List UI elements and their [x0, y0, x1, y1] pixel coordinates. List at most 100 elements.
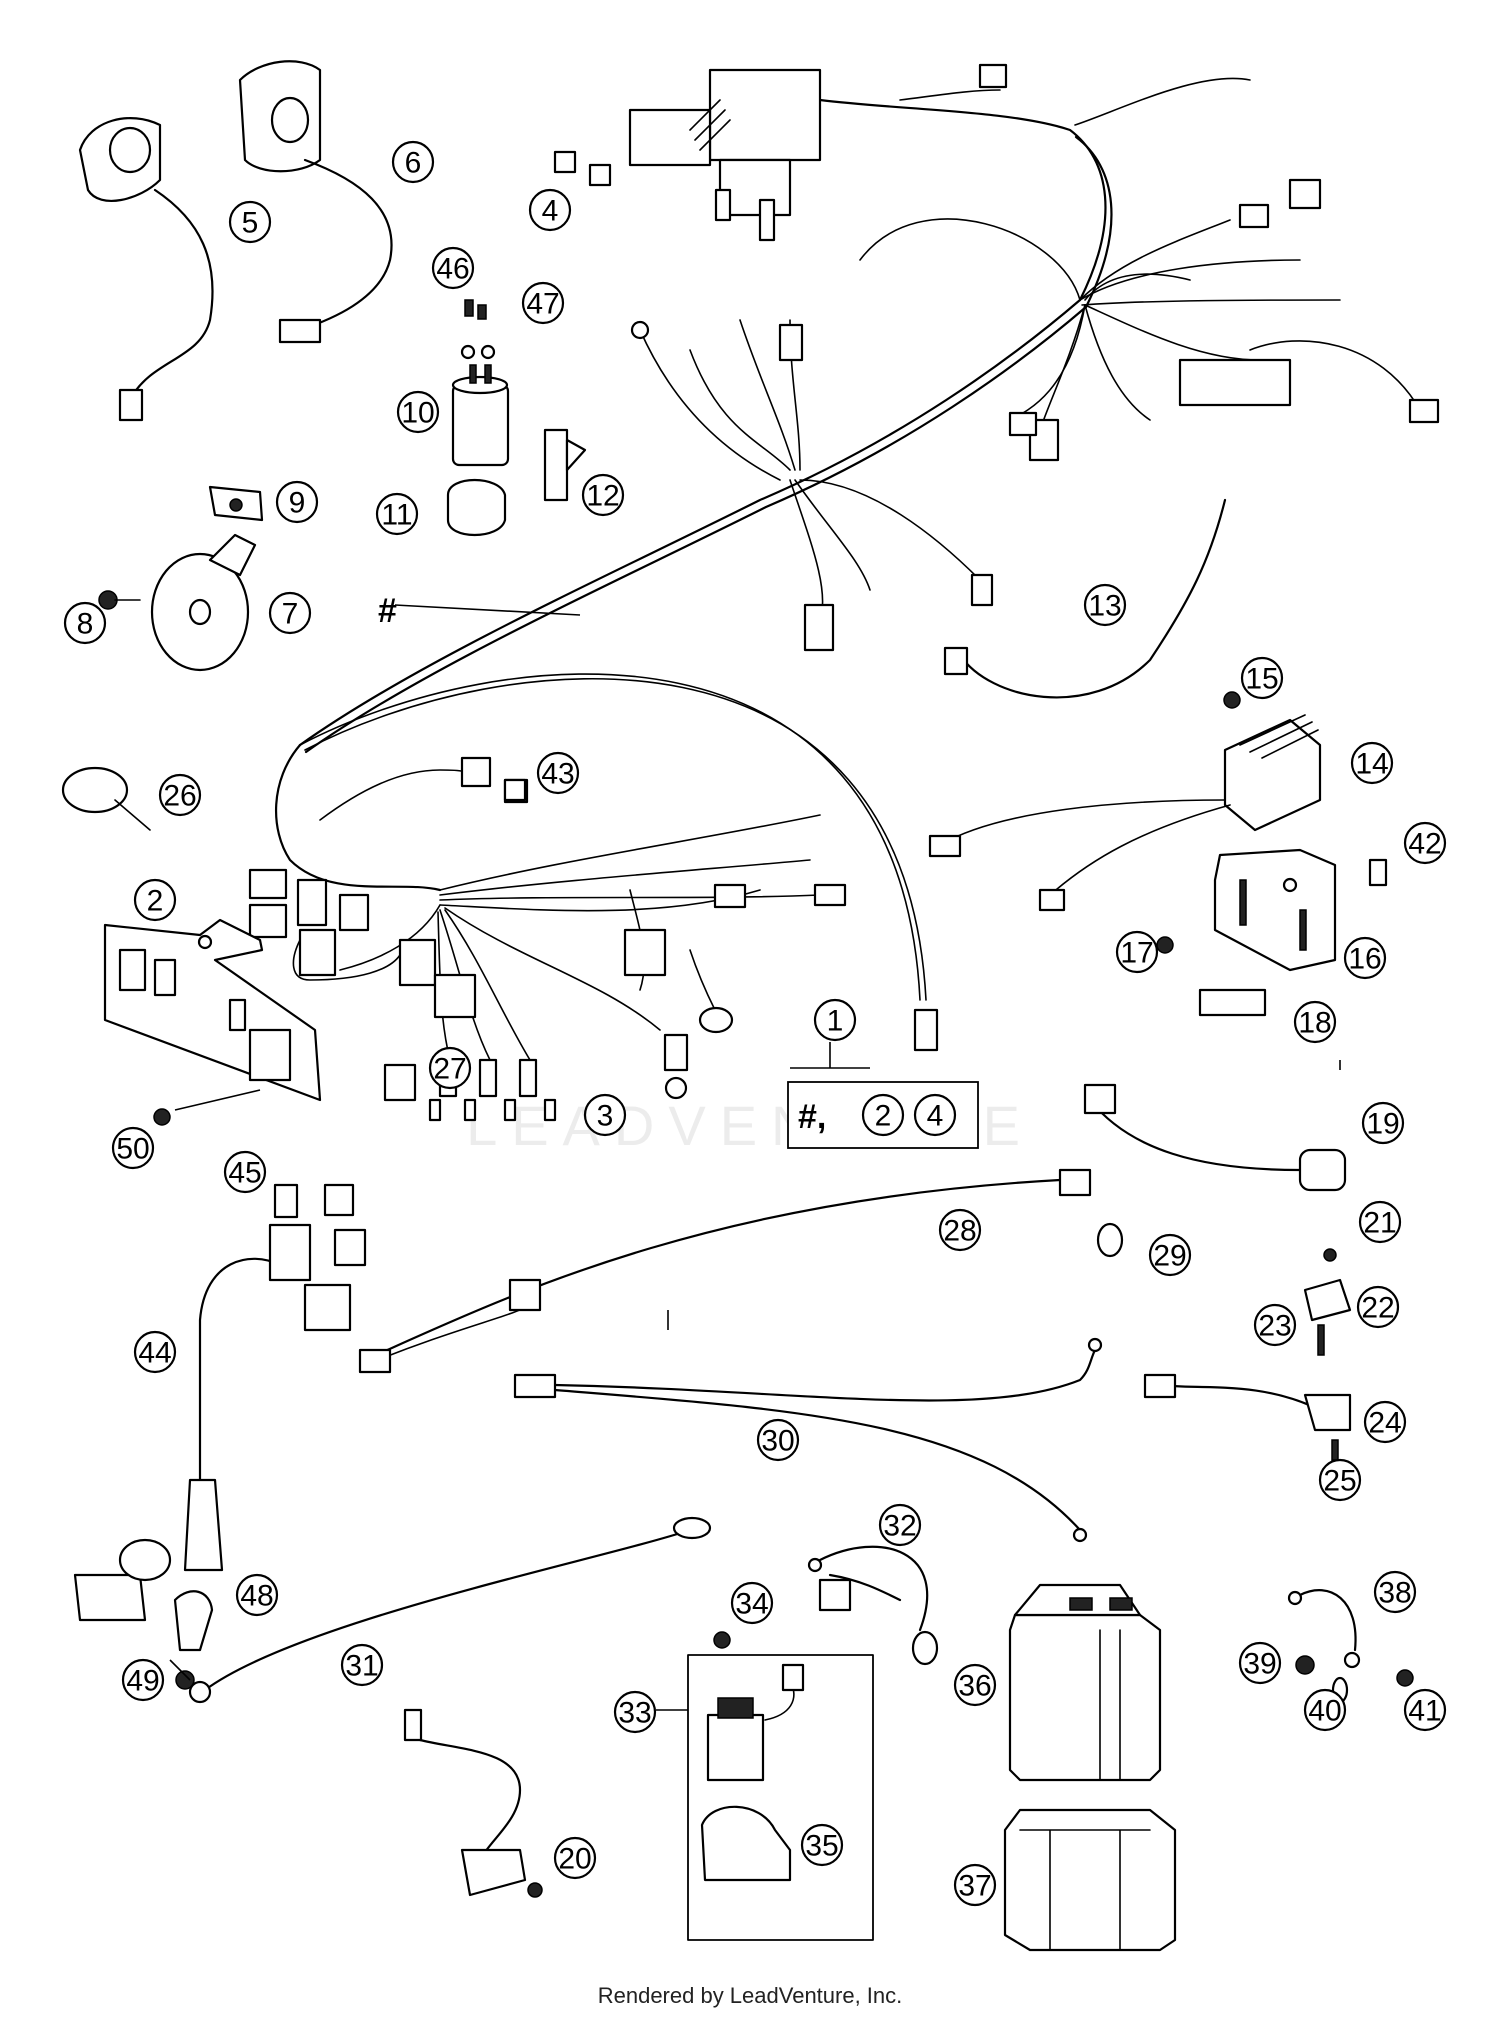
part-horn [150, 533, 257, 672]
part-battery-36 [1008, 1583, 1162, 1782]
part-screws-46-47 [460, 299, 496, 360]
part-bracket-12 [543, 428, 587, 502]
callout-15: 15 [1240, 656, 1284, 700]
svg-text:4: 4 [542, 195, 559, 228]
svg-text:50: 50 [116, 1133, 149, 1166]
part-cable-13 [943, 498, 1227, 699]
svg-text:19: 19 [1366, 1108, 1399, 1141]
svg-text:18: 18 [1298, 1007, 1331, 1040]
part-switch-22 [1303, 1248, 1352, 1356]
main-wiring-harness [298, 63, 1440, 754]
part-clip-9 [208, 485, 264, 522]
callout-43: 43 [536, 751, 580, 795]
svg-text:2: 2 [875, 1100, 892, 1133]
svg-text:36: 36 [958, 1670, 991, 1703]
svg-text:49: 49 [126, 1665, 159, 1698]
svg-text:12: 12 [586, 480, 619, 513]
callout-11: 11 [375, 492, 419, 536]
hash-marker: # [378, 592, 397, 630]
svg-text:38: 38 [1378, 1577, 1411, 1610]
callout-50: 50 [111, 1126, 155, 1170]
callout-36: 36 [953, 1663, 997, 1707]
svg-text:14: 14 [1355, 748, 1388, 781]
part-nut-49 [175, 1670, 195, 1690]
part-cable-28 [358, 1168, 1124, 1374]
callout-18: 18 [1293, 1000, 1337, 1044]
part-voltage-regulator [928, 714, 1322, 912]
svg-text:42: 42 [1408, 828, 1441, 861]
part-connector-43 [503, 778, 527, 802]
part-clip-42 [1368, 858, 1388, 887]
callout-49: 49 [121, 1658, 165, 1702]
svg-text:13: 13 [1088, 590, 1121, 623]
svg-text:41: 41 [1408, 1695, 1441, 1728]
callout-33: 33 [613, 1690, 657, 1734]
svg-text:33: 33 [618, 1697, 651, 1730]
callout-20: 20 [553, 1836, 597, 1880]
svg-text:24: 24 [1368, 1407, 1401, 1440]
svg-text:37: 37 [958, 1870, 991, 1903]
part-screw-50 [153, 1108, 171, 1126]
svg-text:23: 23 [1258, 1310, 1291, 1343]
svg-text:17: 17 [1120, 937, 1153, 970]
part-bracket-16 [1213, 848, 1337, 972]
callout-16: 16 [1343, 936, 1387, 980]
part-left-handlebar-switch [78, 117, 214, 422]
part-pad-18 [1198, 988, 1267, 1017]
svg-text:32: 32 [883, 1510, 916, 1543]
callout-42: 42 [1403, 821, 1447, 865]
svg-text:46: 46 [436, 253, 469, 286]
callout-22: 22 [1356, 1285, 1400, 1329]
part-right-handlebar-switch [238, 60, 393, 344]
svg-text:28: 28 [943, 1215, 976, 1248]
callout-12: 12 [581, 473, 625, 517]
callout-32: 32 [878, 1503, 922, 1547]
footer-credit: Rendered by LeadVenture, Inc. [597, 1983, 903, 2008]
svg-text:47: 47 [526, 288, 559, 321]
svg-text:26: 26 [163, 780, 196, 813]
part-connector-27 [383, 1063, 417, 1102]
callout-19: 19 [1361, 1101, 1405, 1145]
part-ground-strap-38 [1287, 1589, 1414, 1704]
callout-41: 41 [1403, 1688, 1447, 1732]
svg-text:44: 44 [138, 1337, 171, 1370]
part-starter-relay-group [687, 1631, 874, 1941]
part-ring-11 [446, 478, 507, 537]
svg-text:7: 7 [282, 598, 299, 631]
svg-text:27: 27 [433, 1053, 466, 1086]
callout-2: 2 [133, 878, 177, 922]
svg-text:16: 16 [1348, 943, 1381, 976]
svg-text:11: 11 [381, 499, 412, 532]
svg-text:8: 8 [77, 608, 94, 641]
callout-14: 14 [1350, 741, 1394, 785]
callout-40: 40 [1303, 1688, 1347, 1732]
part-battery-cable-32 [807, 1545, 939, 1666]
part-screw-8 [98, 590, 141, 610]
svg-text:45: 45 [228, 1157, 261, 1190]
kit-contents-item-4: 4 [913, 1093, 957, 1137]
svg-text:40: 40 [1308, 1695, 1341, 1728]
callout-5: 5 [228, 200, 272, 244]
part-cable-tie [61, 766, 151, 831]
svg-text:29: 29 [1153, 1240, 1186, 1273]
callout-9: 9 [275, 480, 319, 524]
callout-7: 7 [268, 591, 312, 635]
part-nut-15 [1223, 691, 1241, 709]
part-sensor-19 [1083, 1083, 1347, 1192]
part-cap-48 [173, 1590, 214, 1652]
svg-text:5: 5 [242, 207, 259, 240]
part-sensor-24 [1143, 1373, 1352, 1461]
callout-6: 6 [391, 140, 435, 184]
callout-10: 10 [396, 390, 440, 434]
callout-23: 23 [1253, 1303, 1297, 1347]
part-cable-30 [513, 1337, 1103, 1543]
svg-text:39: 39 [1243, 1648, 1276, 1681]
callout-21: 21 [1358, 1200, 1402, 1244]
svg-text:3: 3 [597, 1100, 614, 1133]
callout-24: 24 [1363, 1400, 1407, 1444]
callout-29: 29 [1148, 1233, 1192, 1277]
callout-45: 45 [223, 1150, 267, 1194]
svg-text:48: 48 [240, 1580, 273, 1613]
kit-contents-item-2: 2 [861, 1093, 905, 1137]
